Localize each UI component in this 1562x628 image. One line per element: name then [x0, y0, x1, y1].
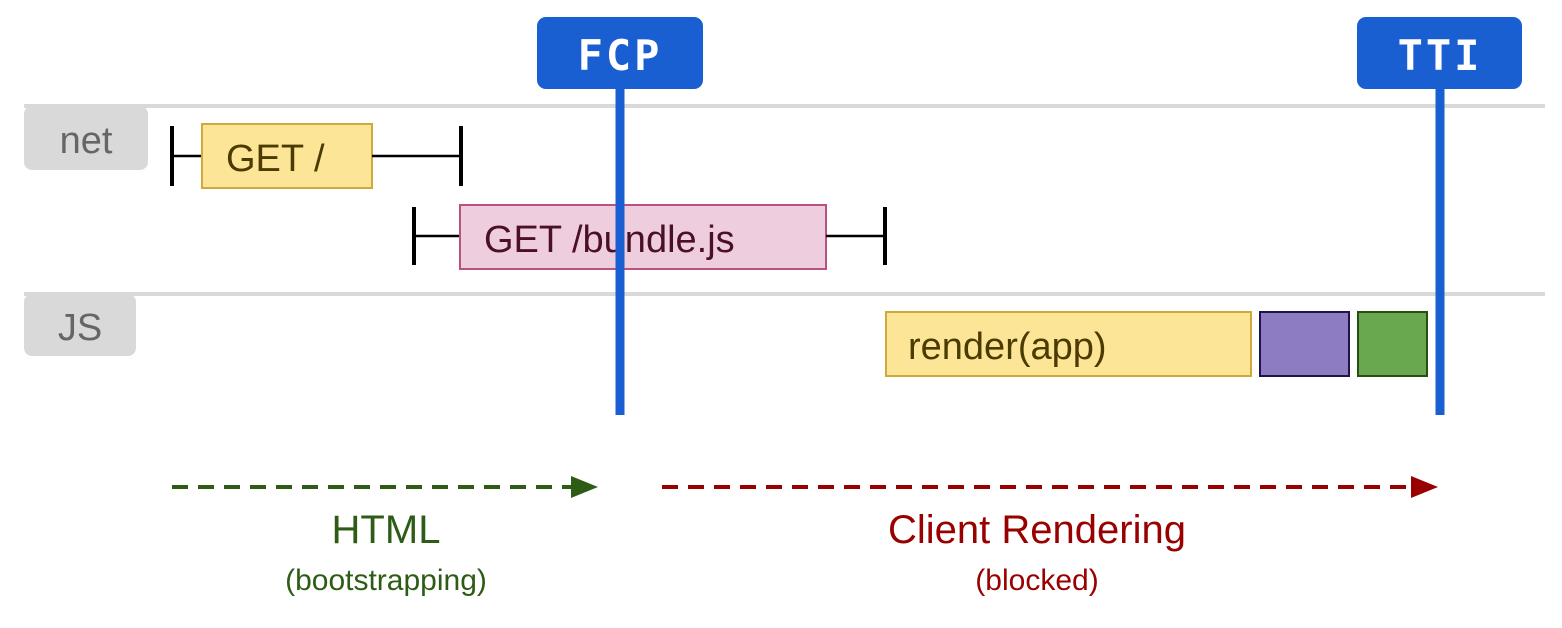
html-phase-arrowhead — [571, 476, 598, 498]
task-render: render(app) — [885, 311, 1252, 377]
client-phase-arrowhead — [1411, 476, 1438, 498]
render-task-label: render(app) — [908, 326, 1107, 368]
tti-marker-label: TTI — [1398, 31, 1483, 80]
get-bundle-label: GET /bundle.js — [484, 219, 735, 261]
client-phase-title: Client Rendering — [888, 508, 1186, 552]
html-phase-arrow — [172, 476, 598, 498]
js-lane-tab-bg — [24, 294, 136, 356]
client-phase-arrow — [662, 476, 1438, 498]
net-lane-tab: net — [24, 106, 148, 170]
net-lane-label: net — [60, 120, 113, 162]
purple-task-block — [1259, 311, 1350, 377]
get-bundle-bar — [459, 204, 827, 270]
fcp-marker-badge — [537, 17, 703, 89]
request-get-bundle: GET /bundle.js — [412, 204, 887, 270]
client-phase-subtitle: (blocked) — [975, 564, 1098, 597]
green-task-block — [1357, 311, 1428, 377]
tti-marker: TTI — [1357, 17, 1522, 415]
fcp-marker-label: FCP — [578, 31, 663, 80]
html-phase-subtitle: (bootstrapping) — [285, 564, 487, 597]
request-get-root: GET / — [170, 123, 463, 189]
js-lane-tab: JS — [24, 294, 136, 356]
get-root-bar — [201, 123, 373, 189]
fcp-marker: FCP — [537, 17, 703, 415]
html-phase-title: HTML — [332, 508, 441, 552]
get-root-label: GET / — [226, 138, 325, 180]
js-lane-label: JS — [58, 307, 102, 349]
net-lane-tab-bg — [24, 106, 148, 170]
tti-marker-badge — [1357, 17, 1522, 89]
render-task-bar — [885, 311, 1252, 377]
